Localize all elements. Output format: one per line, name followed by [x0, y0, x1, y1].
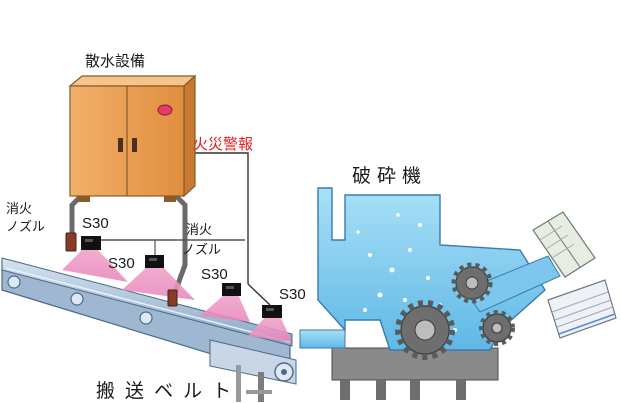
sensor-label-4: S30	[279, 286, 306, 303]
sprinkler-equipment-label: 散水設備	[85, 52, 145, 70]
fire-alarm-label: 火災警報	[193, 135, 253, 153]
sensor-label-3: S30	[201, 266, 228, 283]
nozzle-label-left-2: ノズル	[6, 219, 45, 235]
gear-icon	[395, 262, 515, 360]
sensor-label-2: S30	[108, 255, 135, 272]
sprinkler-cabinet-icon	[68, 74, 197, 202]
conveyor-label: 搬 送 ベ ル ト	[96, 380, 233, 402]
conveyor-belt	[1, 257, 297, 402]
air-conditioner-icon	[547, 279, 617, 339]
crusher-label: 破砕機	[352, 165, 427, 187]
nozzle-label-mid-1: 消火	[186, 223, 212, 238]
sensor-icon	[81, 236, 282, 318]
nozzle-icon	[65, 232, 178, 307]
nozzle-label-mid-2: ノズル	[182, 242, 221, 258]
sensor-label-1: S30	[82, 215, 109, 232]
crusher-machine	[299, 187, 561, 400]
nozzle-label-left-1: 消火	[6, 202, 32, 217]
refrigerator-icon	[532, 211, 596, 278]
